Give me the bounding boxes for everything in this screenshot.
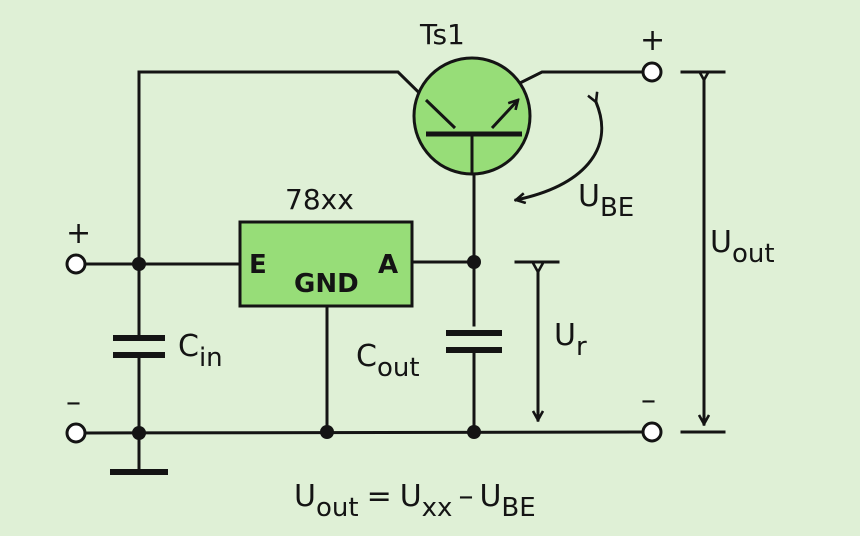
regulator-pin-gnd: GND (294, 269, 359, 299)
capacitor-cout (446, 330, 502, 353)
output-minus-sign: – (641, 383, 656, 418)
formula: Uout=Uxx–UBE (294, 479, 536, 523)
ube-arrow (516, 102, 603, 200)
junction-dots (132, 255, 481, 440)
output-plus-terminal (641, 61, 663, 83)
ur-label: Ur (554, 318, 587, 362)
capacitor-cin (113, 335, 165, 358)
uout-label: Uout (710, 225, 775, 269)
cin-label: Cin (178, 329, 223, 373)
input-minus-terminal (65, 422, 87, 444)
input-plus-terminal (65, 253, 87, 275)
regulator-label: 78xx (285, 183, 354, 216)
output-plus-sign: + (640, 23, 665, 58)
input-minus-sign: – (66, 385, 81, 420)
transistor-ts1 (412, 56, 532, 176)
regulator-pin-a: A (378, 250, 398, 280)
cout-label: Cout (356, 339, 420, 383)
transistor-label: Ts1 (419, 18, 465, 51)
ground-rail (83, 430, 643, 435)
regulator-pin-e: E (249, 250, 267, 280)
ube-label: UBE (578, 179, 634, 223)
input-plus-sign: + (66, 216, 91, 251)
regulator-78xx (238, 220, 414, 308)
emitter-wire (515, 70, 645, 87)
output-minus-terminal (641, 421, 663, 443)
